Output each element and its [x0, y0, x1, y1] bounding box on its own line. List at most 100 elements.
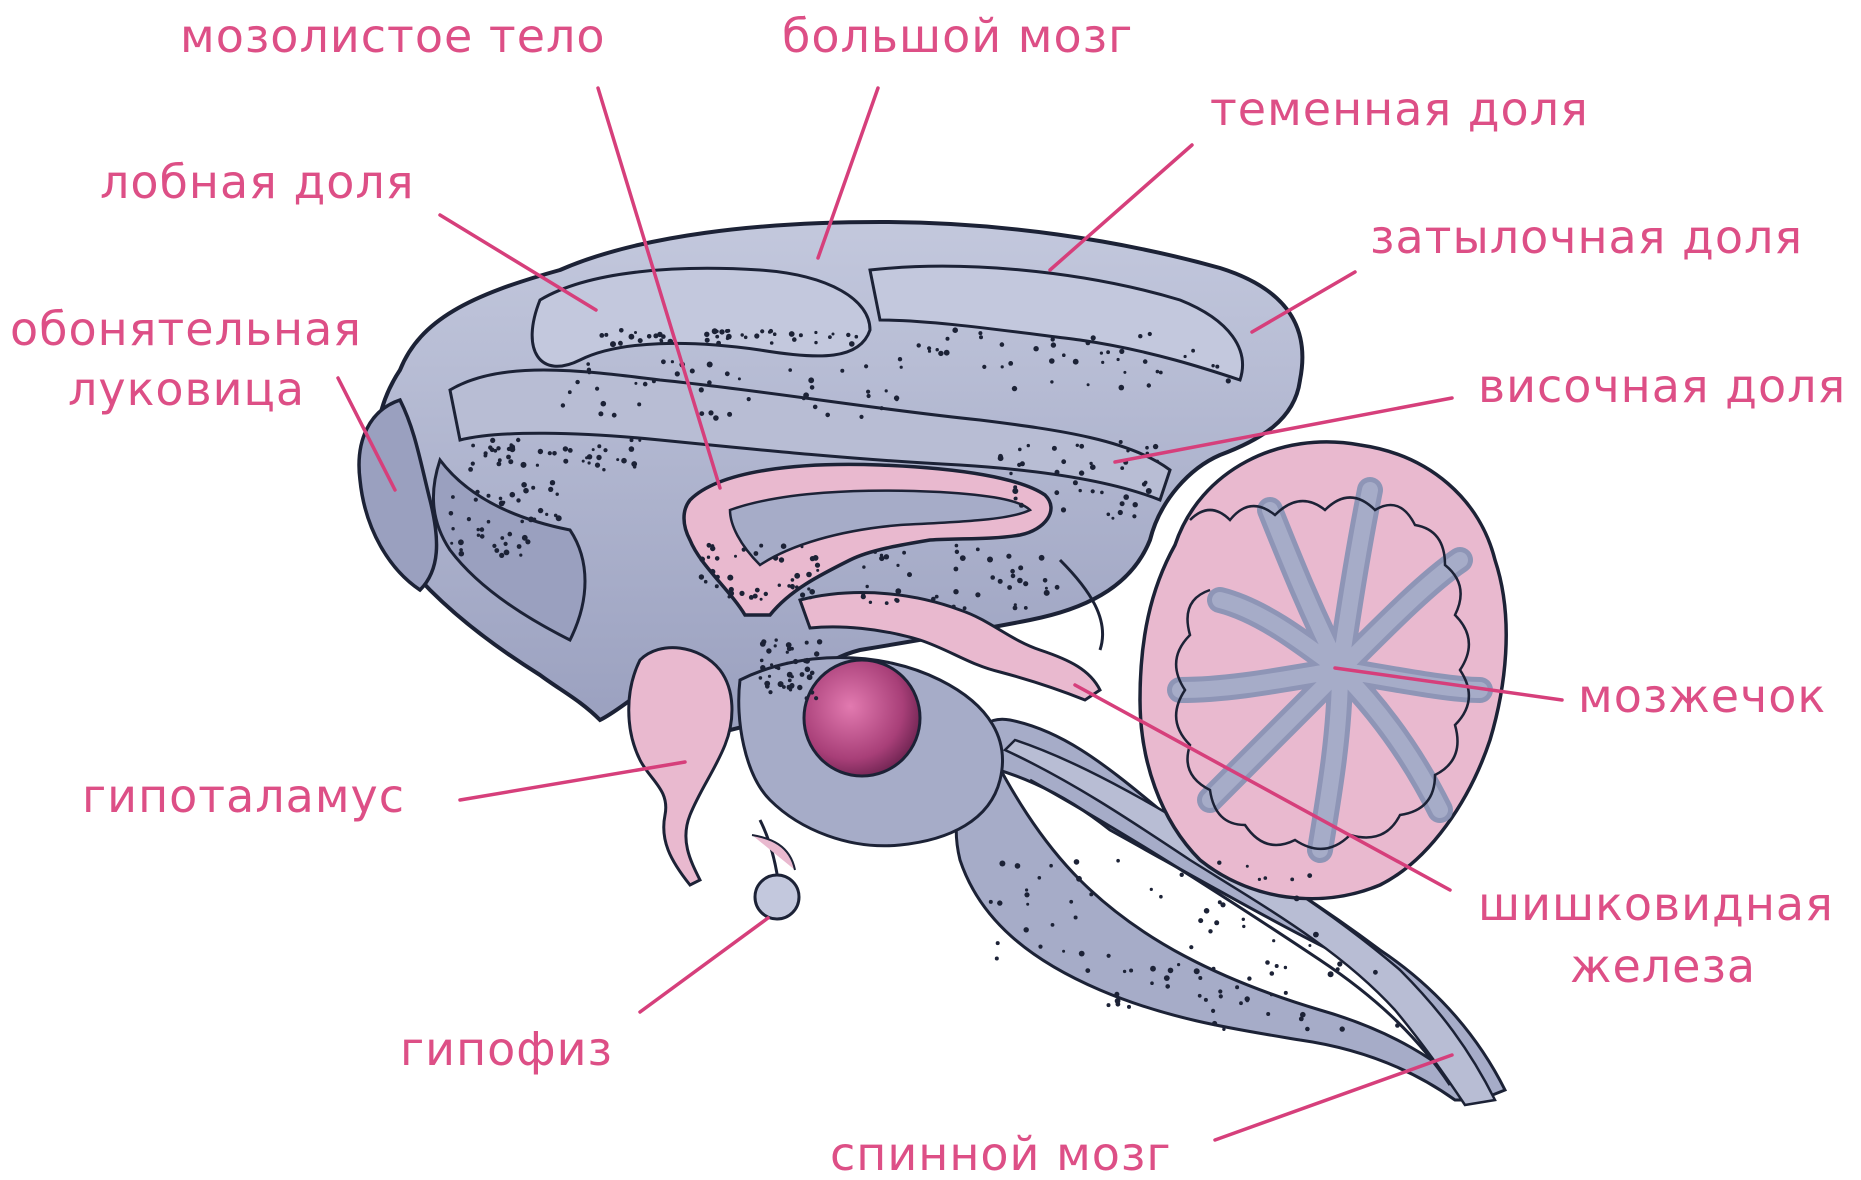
stipple-dot: [1023, 581, 1028, 586]
stipple-dot: [936, 348, 939, 351]
stipple-dot: [598, 411, 603, 416]
stipple-dot: [791, 586, 794, 589]
stipple-dot: [999, 861, 1005, 867]
stipple-dot: [1079, 470, 1084, 475]
stipple-dot: [1119, 385, 1125, 391]
stipple-dot: [1147, 383, 1151, 387]
stipple-dot: [814, 696, 818, 700]
stipple-dot: [1308, 944, 1311, 947]
stipple-dot: [765, 684, 770, 689]
stipple-dot: [1014, 603, 1017, 606]
stipple-dot: [855, 335, 859, 339]
stipple-dot: [846, 333, 850, 337]
stipple-dot: [1009, 472, 1012, 475]
stipple-dot: [715, 575, 720, 580]
stipple-dot: [493, 449, 497, 453]
stipple-dot: [760, 641, 766, 647]
stipple-dot: [1148, 332, 1152, 336]
stipple-dot: [719, 329, 724, 334]
stipple-dot: [801, 545, 804, 548]
stipple-dot: [760, 665, 765, 670]
stipple-dot: [946, 337, 950, 341]
stipple-dot: [953, 589, 958, 594]
stipple-dot: [810, 385, 815, 390]
stipple-dot: [989, 900, 993, 904]
stipple-dot: [879, 556, 884, 561]
stipple-dot: [568, 448, 573, 453]
stipple-dot: [652, 379, 656, 383]
stipple-dot: [805, 641, 809, 645]
stipple-dot: [778, 584, 781, 587]
stipple-dot: [1239, 1001, 1243, 1005]
stipple-dot: [990, 575, 995, 580]
stipple-dot: [935, 595, 939, 599]
stipple-dot: [1180, 873, 1184, 877]
stipple-dot: [521, 482, 527, 488]
stipple-dot: [742, 548, 746, 552]
stipple-dot: [788, 368, 792, 372]
stipple-dot: [759, 676, 763, 680]
stipple-dot: [510, 446, 516, 452]
stipple-dot: [800, 672, 805, 677]
stipple-dot: [764, 592, 768, 596]
stipple-dot: [492, 544, 496, 548]
stipple-dot: [1184, 355, 1187, 358]
stipple-dot: [810, 556, 815, 561]
stipple-dot: [1373, 970, 1378, 975]
stipple-dot: [699, 574, 704, 579]
stipple-dot: [647, 334, 652, 339]
stipple-dot: [504, 542, 508, 546]
stipple-dot: [1012, 488, 1018, 494]
stipple-dot: [1198, 918, 1203, 923]
stipple-dot: [787, 685, 791, 689]
label-spinal-cord: спинной мозг: [830, 1127, 1172, 1180]
stipple-dot: [1164, 975, 1170, 981]
stipple-dot: [817, 639, 822, 644]
stipple-dot: [864, 364, 868, 368]
stipple-dot: [859, 415, 863, 419]
stipple-dot: [1106, 350, 1110, 354]
stipple-dot: [496, 446, 500, 450]
stipple-dot: [1150, 966, 1156, 972]
stipple-dot: [1079, 489, 1082, 492]
stipple-dot: [808, 377, 814, 383]
stipple-dot: [738, 377, 741, 380]
stipple-dot: [1307, 873, 1312, 878]
stipple-dot: [1290, 878, 1294, 882]
stipple-dot: [499, 497, 503, 501]
stipple-dot: [803, 392, 809, 398]
stipple-dot: [508, 532, 513, 537]
stipple-dot: [1107, 954, 1111, 958]
stipple-dot: [794, 573, 800, 579]
stipple-dot: [896, 564, 899, 567]
stipple-dot: [1018, 565, 1023, 570]
stipple-dot: [548, 451, 552, 455]
stipple-dot: [1222, 1028, 1225, 1031]
stipple-dot: [1051, 337, 1055, 341]
stipple-dot: [976, 548, 980, 552]
stipple-dot: [619, 342, 623, 346]
stipple-dot: [643, 382, 648, 387]
stipple-dot: [787, 584, 791, 588]
stipple-dot: [451, 495, 455, 499]
stipple-dot: [1008, 361, 1013, 366]
stipple-dot: [1086, 341, 1091, 346]
stipple-dot: [766, 648, 771, 653]
stipple-dot: [500, 536, 504, 540]
stipple-dot: [568, 390, 572, 394]
stipple-dot: [1018, 448, 1022, 452]
stipple-dot: [1212, 967, 1216, 971]
stipple-dot: [952, 605, 956, 609]
stipple-dot: [1194, 968, 1200, 974]
stipple-dot: [548, 487, 553, 492]
stipple-dot: [727, 575, 733, 581]
stipple-dot: [917, 343, 921, 347]
stipple-dot: [862, 565, 865, 568]
stipple-dot: [638, 338, 643, 343]
stipple-dot: [459, 551, 465, 557]
label-pineal-gland-line2: железа: [1570, 939, 1756, 993]
stipple-dot: [773, 555, 778, 560]
stipple-dot: [467, 517, 471, 521]
stipple-dot: [778, 681, 784, 687]
stipple-dot: [1062, 950, 1065, 953]
